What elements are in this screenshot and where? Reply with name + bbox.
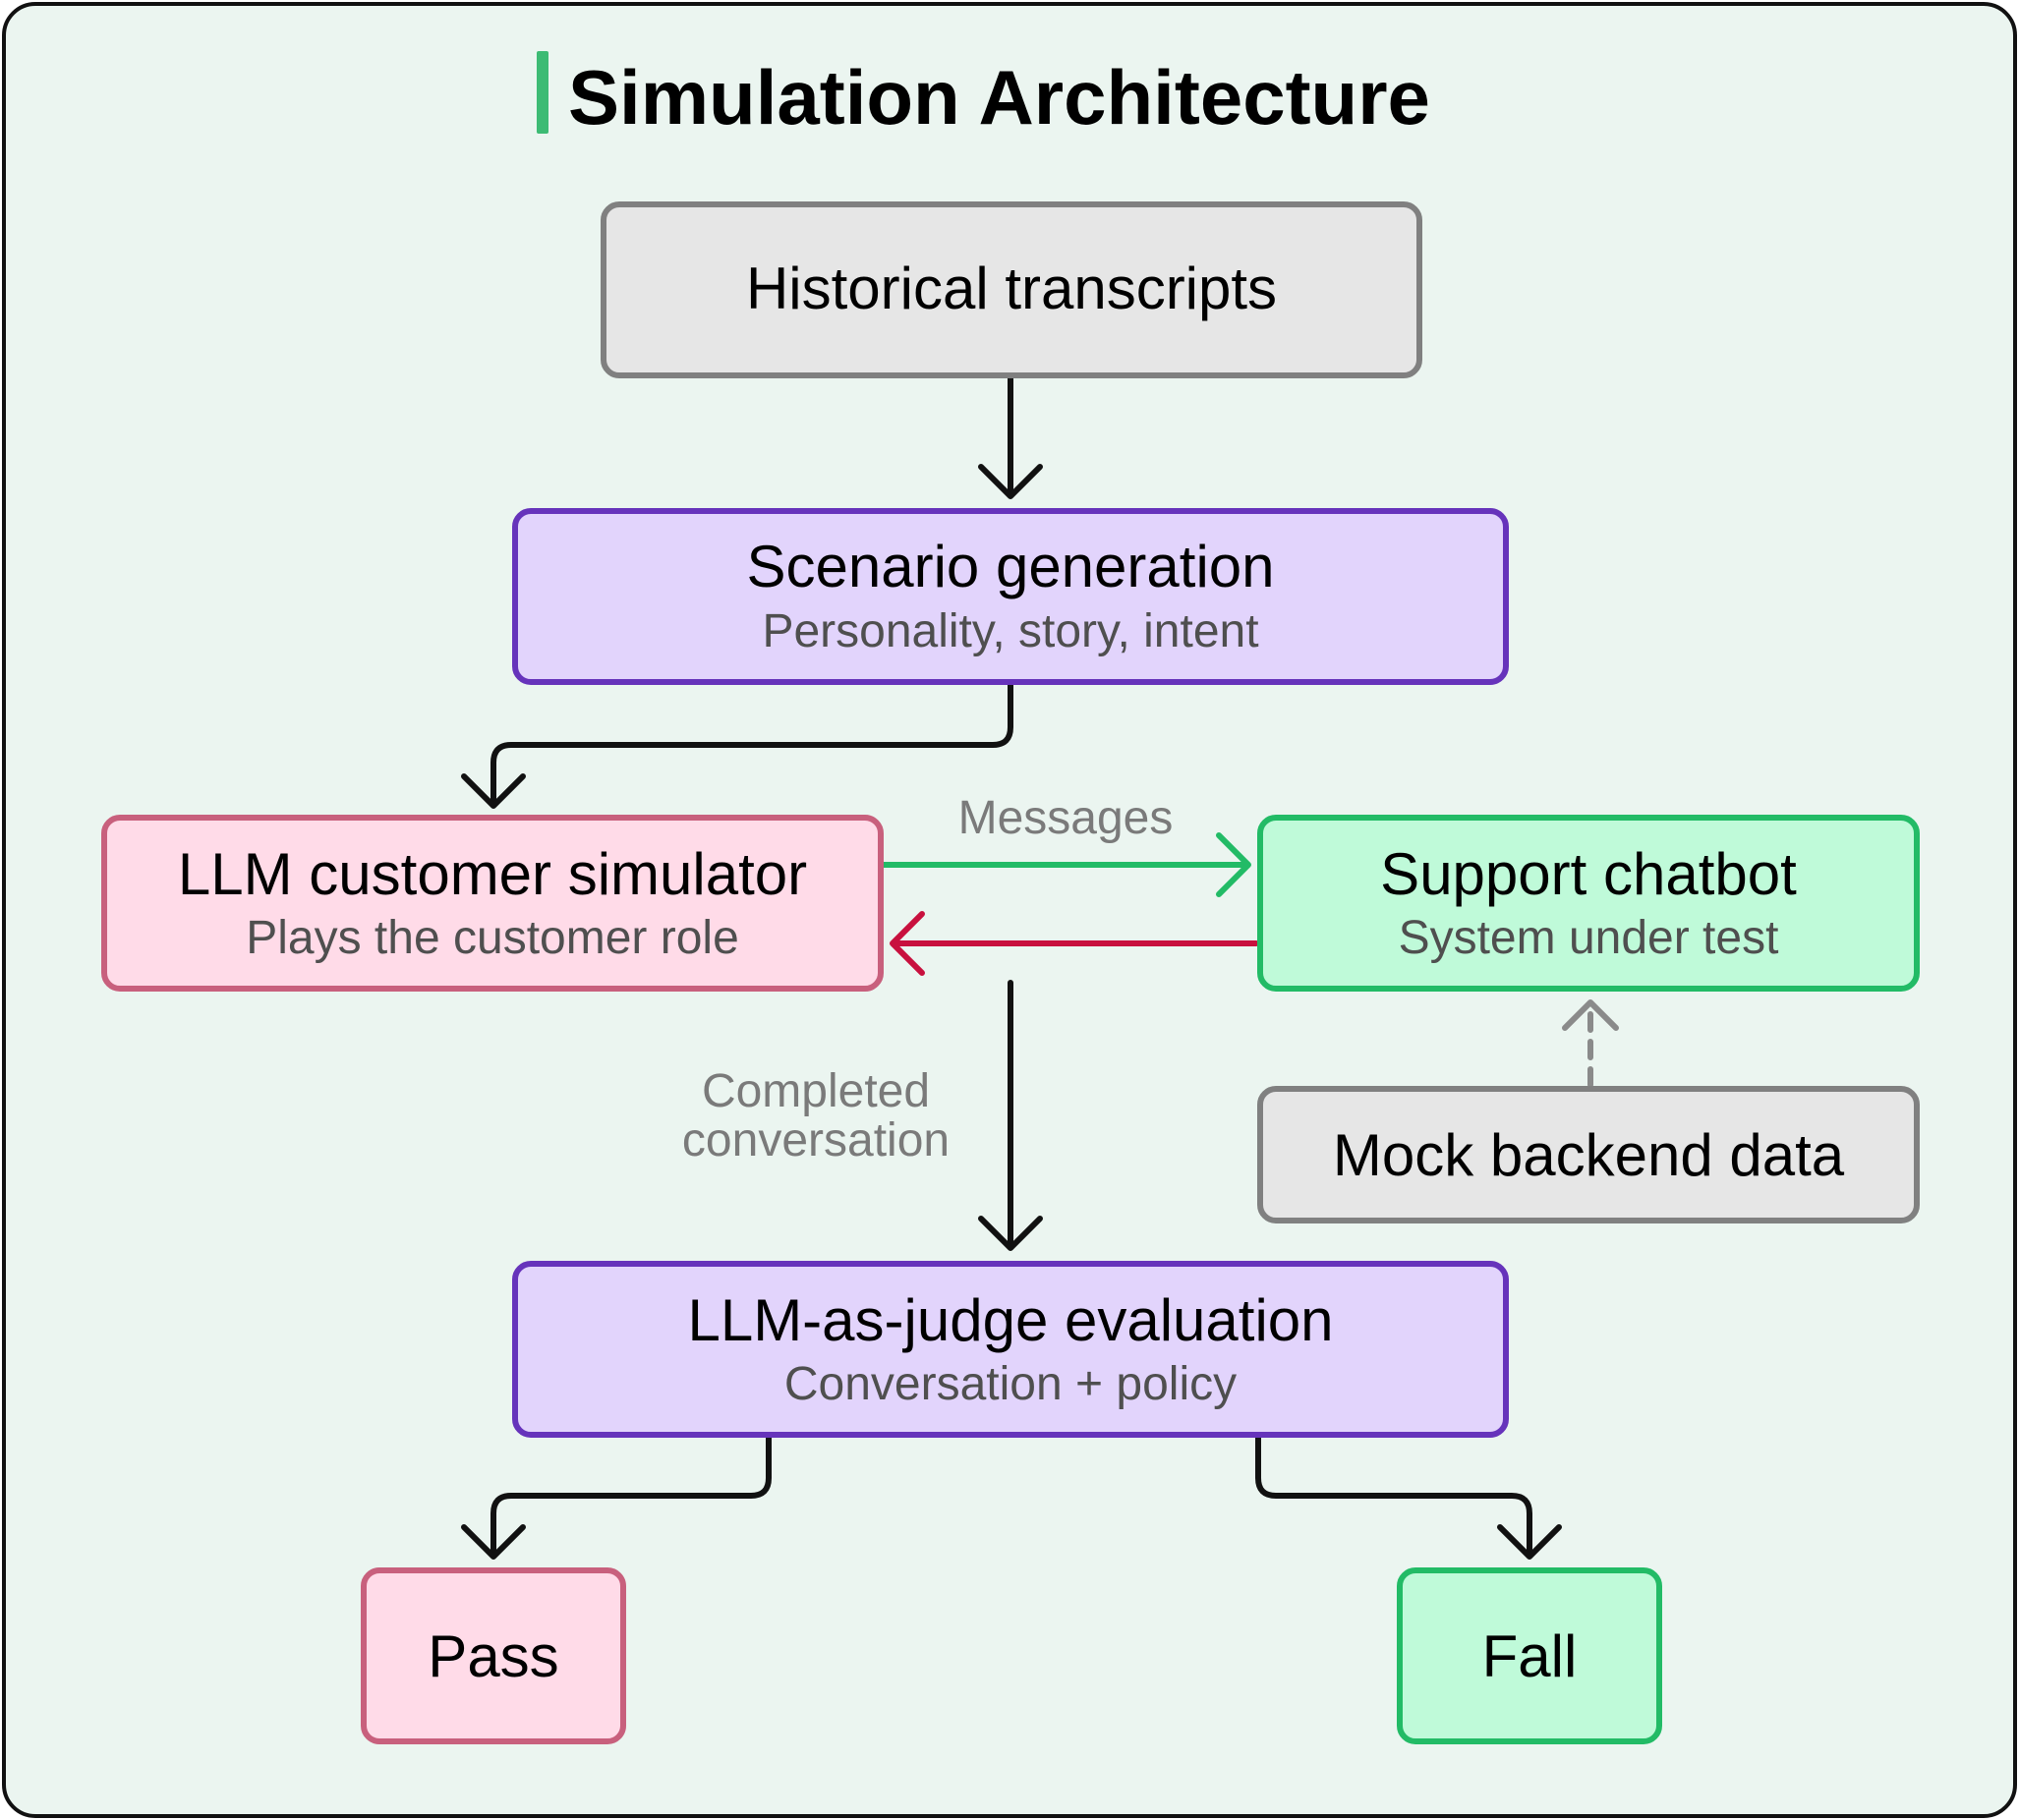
node-label: Historical transcripts — [746, 256, 1277, 321]
node-box — [601, 201, 1422, 378]
arrowhead-simulator-to-chatbot — [1216, 832, 1251, 897]
edge-judge-to-pass — [490, 1434, 772, 1558]
arrowhead-scenario-to-simulator — [461, 773, 526, 809]
node-label: Mock backend data — [1333, 1122, 1845, 1188]
edge-label-completed-line1: Completed — [702, 1065, 930, 1117]
arrowhead-conversation-to-judge — [978, 1216, 1043, 1251]
node-historical-transcripts: Historical transcripts — [601, 201, 1422, 378]
node-label: Scenario generation — [746, 534, 1274, 599]
node-sublabel: System under test — [1399, 912, 1779, 964]
node-label: Support chatbot — [1380, 841, 1797, 907]
edge-judge-to-fail — [1255, 1434, 1532, 1558]
diagram-title: Simulation Architecture — [568, 54, 1430, 141]
node-fail: Fall — [1397, 1567, 1662, 1744]
node-pass: Pass — [361, 1567, 626, 1744]
node-box — [1257, 1086, 1920, 1223]
node-llm-as-judge-evaluation: LLM-as-judge evaluation Conversation + p… — [512, 1261, 1509, 1438]
edge-scenario-to-simulator — [490, 682, 1013, 807]
node-sublabel: Plays the customer role — [246, 912, 739, 964]
edges — [461, 375, 1619, 1560]
edge-label-messages: Messages — [958, 792, 1174, 844]
node-box — [512, 508, 1509, 685]
node-box — [1257, 815, 1920, 992]
title-accent-bar — [537, 51, 548, 134]
node-sublabel: Conversation + policy — [784, 1358, 1237, 1410]
node-support-chatbot: Support chatbot System under test — [1257, 815, 1920, 992]
node-box — [101, 815, 884, 992]
node-box — [1397, 1567, 1662, 1744]
arrowhead-chatbot-to-simulator — [890, 911, 925, 976]
node-label: LLM-as-judge evaluation — [687, 1287, 1333, 1353]
arrowhead-historical-to-scenario — [978, 464, 1043, 499]
node-label: Fall — [1482, 1623, 1578, 1689]
edge-label-completed-line2: conversation — [682, 1114, 950, 1166]
node-scenario-generation: Scenario generation Personality, story, … — [512, 508, 1509, 685]
node-box — [512, 1261, 1509, 1438]
node-label: Pass — [428, 1623, 558, 1689]
node-label: LLM customer simulator — [178, 841, 807, 907]
node-box — [361, 1567, 626, 1744]
node-mock-backend-data: Mock backend data — [1257, 1086, 1920, 1223]
arrowhead-judge-to-fail — [1497, 1524, 1562, 1560]
node-llm-customer-simulator: LLM customer simulator Plays the custome… — [101, 815, 884, 992]
arrowhead-judge-to-pass — [461, 1524, 526, 1560]
node-sublabel: Personality, story, intent — [762, 605, 1258, 657]
arrowhead-mock-to-chatbot — [1562, 999, 1619, 1031]
